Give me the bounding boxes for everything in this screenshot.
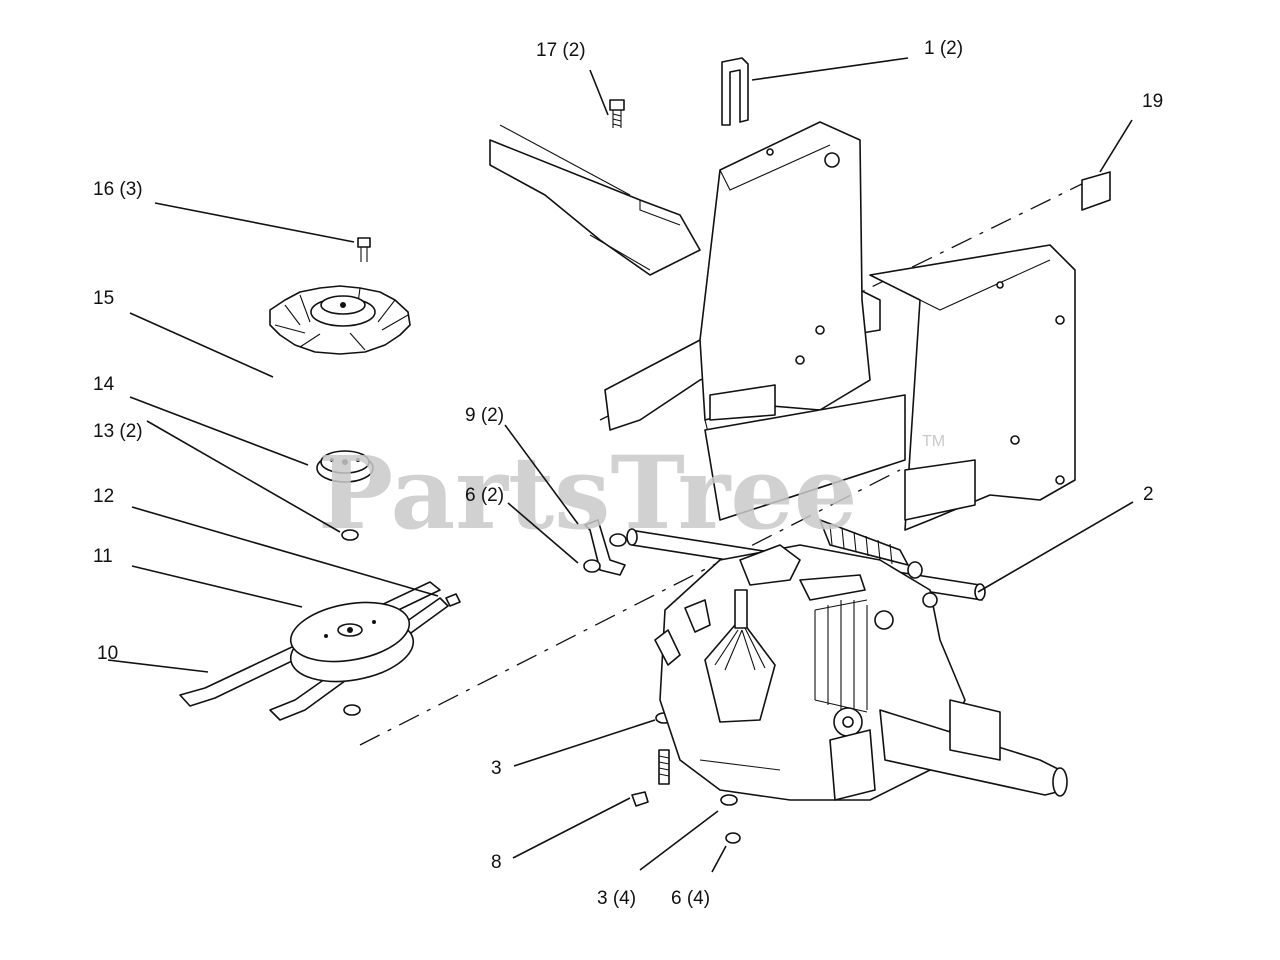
callout-2: 2 bbox=[1143, 484, 1154, 505]
stud-8-part bbox=[631, 749, 670, 807]
callout-6-lower: 6 (4) bbox=[671, 888, 710, 909]
frame-assembly bbox=[359, 121, 1091, 746]
bolt-16-part bbox=[357, 237, 371, 262]
u-bolt-part bbox=[721, 57, 749, 126]
callout-11: 11 bbox=[93, 546, 113, 567]
watermark-text: PartsTree bbox=[318, 434, 858, 552]
callout-17: 17 (2) bbox=[536, 40, 586, 61]
set-screw-part bbox=[445, 593, 461, 607]
callout-19: 19 bbox=[1142, 91, 1163, 112]
callout-16: 16 (3) bbox=[93, 179, 143, 200]
callout-6-upper: 6 (2) bbox=[465, 485, 504, 506]
callout-14: 14 bbox=[93, 374, 115, 395]
callout-3-lower: 3 (4) bbox=[597, 888, 636, 909]
bolt-17-part bbox=[609, 99, 625, 128]
fan-part bbox=[269, 285, 411, 355]
transaxle-part bbox=[626, 519, 1068, 801]
nut-6-part bbox=[583, 533, 627, 573]
callout-8: 8 bbox=[491, 852, 502, 873]
callout-9: 9 (2) bbox=[465, 405, 504, 426]
callout-15: 15 bbox=[93, 288, 114, 309]
callout-labels: 1 (2) 17 (2) 19 16 (3) 15 14 13 (2) 9 (2… bbox=[93, 38, 1163, 909]
pulley-part bbox=[289, 601, 415, 683]
callout-1: 1 (2) bbox=[924, 38, 963, 59]
leader-lines bbox=[107, 57, 1134, 873]
callout-13: 13 (2) bbox=[93, 421, 143, 442]
decal-part bbox=[1081, 171, 1111, 211]
bracket-9-part bbox=[584, 519, 626, 576]
watermark-trademark: TM bbox=[922, 433, 945, 450]
snap-ring-part bbox=[341, 529, 361, 716]
callout-3: 3 bbox=[491, 758, 502, 779]
hub-part bbox=[316, 450, 374, 483]
callout-10: 10 bbox=[97, 643, 118, 664]
callout-12: 12 bbox=[93, 486, 114, 507]
